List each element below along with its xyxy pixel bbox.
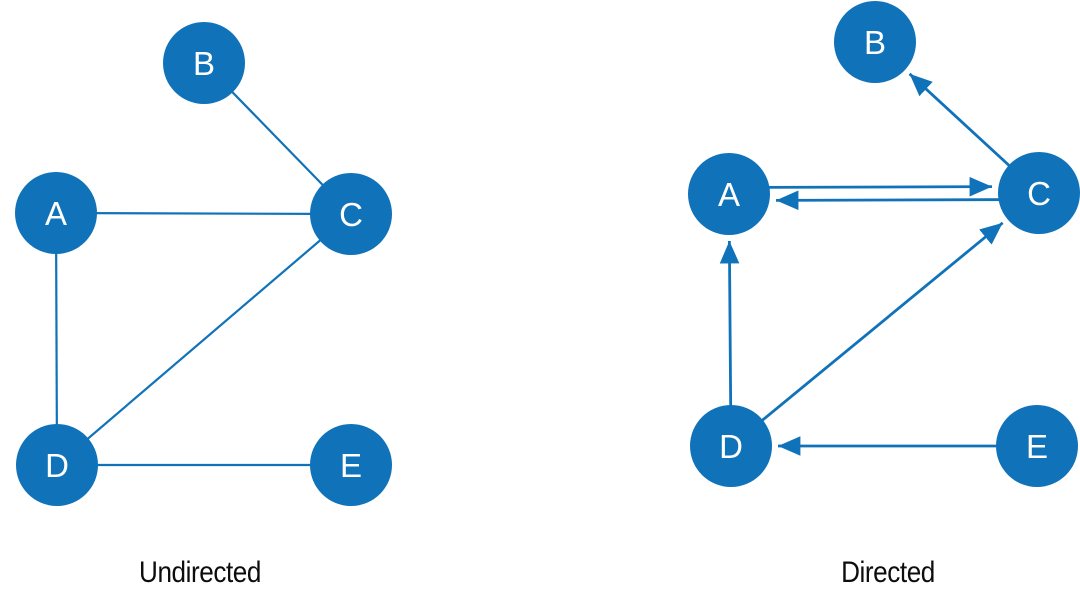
- node-D-undirected: [16, 424, 98, 506]
- node-label-B-directed: B: [864, 24, 886, 61]
- node-label-D-undirected: D: [45, 447, 69, 484]
- node-B-directed: [834, 1, 916, 83]
- node-label-A-undirected: A: [45, 195, 67, 232]
- node-label-C-directed: C: [1027, 175, 1051, 212]
- node-A-undirected: [15, 172, 97, 254]
- node-A-directed: [688, 153, 770, 235]
- edge-D-C-undirected: [56, 213, 352, 466]
- node-label-E-directed: E: [1026, 428, 1048, 465]
- node-label-E-undirected: E: [340, 447, 362, 484]
- node-E-directed: [996, 405, 1078, 487]
- edge-A-C-undirected: [55, 211, 352, 216]
- edge-D-C-directed: [730, 221, 1004, 448]
- node-C-undirected: [310, 173, 392, 255]
- edge-A-D-undirected: [54, 212, 59, 466]
- node-B-undirected: [163, 22, 245, 104]
- edge-A-C-directed: [728, 176, 992, 197]
- caption-undirected: Undirected: [139, 556, 261, 589]
- node-label-A-directed: A: [718, 176, 740, 213]
- node-label-C-undirected: C: [339, 196, 363, 233]
- node-label-D-directed: D: [719, 428, 743, 465]
- node-E-undirected: [310, 424, 392, 506]
- caption-directed: Directed: [841, 556, 935, 589]
- edge-C-A-directed: [776, 190, 1040, 211]
- node-C-directed: [998, 152, 1080, 234]
- node-D-directed: [690, 405, 772, 487]
- node-label-B-undirected: B: [193, 45, 215, 82]
